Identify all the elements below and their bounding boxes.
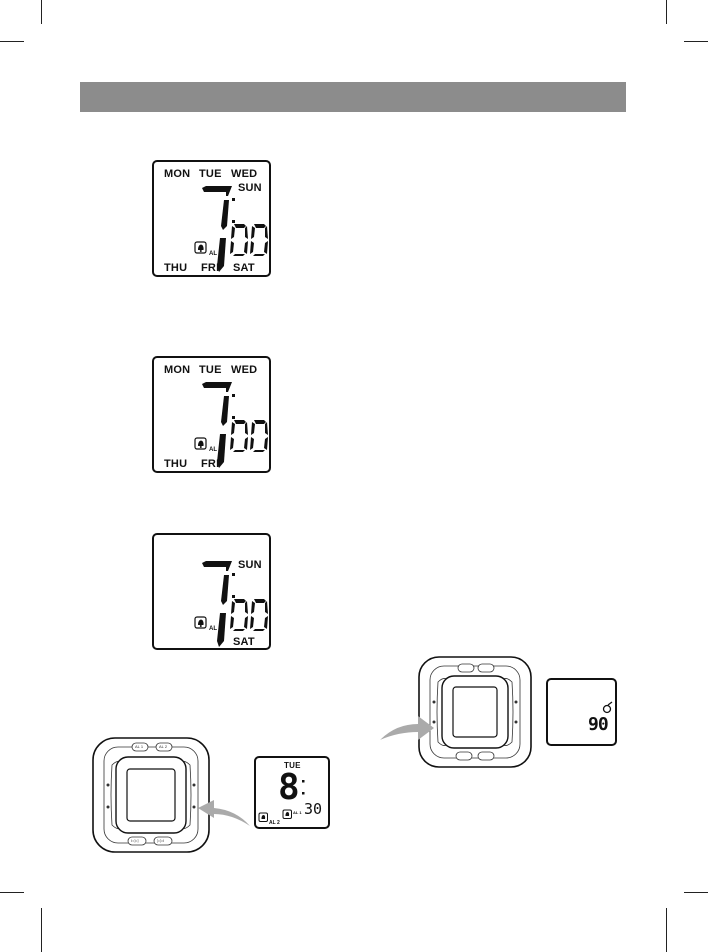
day-label: SUN [238, 182, 262, 194]
day-label: SAT [233, 636, 255, 648]
alarm-1-icon [282, 809, 292, 819]
minutes-digits [230, 224, 268, 256]
timer-value: 90 [588, 714, 609, 735]
colon [302, 780, 305, 795]
alarm-bell-icon [194, 241, 207, 254]
colon [232, 198, 235, 223]
alarm-2-label: AL 2 [269, 820, 280, 826]
day-label: TUE [199, 168, 222, 180]
day-label: THU [164, 262, 188, 274]
minutes-digits [230, 599, 268, 631]
button-label-al1: AL 1 [135, 744, 144, 749]
crop-mark [666, 0, 667, 24]
clock-minutes: 30 [304, 800, 323, 818]
arrow-icon [380, 716, 434, 740]
alarm-1-label: AL 1 [293, 810, 302, 815]
day-label: WED [231, 168, 258, 180]
day-label: MON [164, 168, 191, 180]
section-banner [80, 82, 626, 112]
timer-icon [602, 701, 613, 714]
crop-mark [0, 41, 24, 42]
alarm-2-icon [258, 812, 268, 822]
crop-mark [41, 0, 42, 24]
crop-mark [41, 908, 42, 952]
alarm-label: AL 2 [209, 447, 222, 453]
alarm-bell-icon [194, 616, 207, 629]
device-illustration-right [418, 656, 532, 768]
day-label: FRI [201, 262, 220, 274]
colon [232, 573, 235, 598]
day-label: TUE [284, 761, 301, 770]
lcd-display-full-week: MON TUE WED SUN AL 2 THU FRI SAT [152, 160, 271, 277]
device-illustration-left [92, 737, 210, 853]
crop-mark [684, 41, 708, 42]
button-label-next: ▷▷I [157, 838, 165, 843]
crop-mark [666, 908, 667, 952]
day-label: SAT [233, 262, 255, 274]
alarm-label: AL 2 [209, 251, 222, 257]
day-label: WED [231, 364, 258, 376]
arrow-icon [198, 800, 250, 826]
crop-mark [0, 892, 24, 893]
alarm-bell-icon [194, 437, 207, 450]
lcd-display-weekdays: MON TUE WED AL 2 THU FRI [152, 356, 271, 473]
lcd-timer-display: 90 [546, 678, 617, 746]
clock-hour: 8 [278, 767, 300, 808]
colon [232, 394, 235, 419]
lcd-display-weekend: SUN AL 2 SAT [152, 533, 271, 650]
day-label: MON [164, 364, 191, 376]
day-label: THU [164, 458, 188, 470]
button-label-prev: I◁◁ [131, 838, 139, 843]
button-label-al2: AL 2 [159, 744, 168, 749]
day-label: FRI [201, 458, 220, 470]
alarm-label: AL 2 [209, 626, 222, 632]
lcd-clock-display: TUE 8 30 AL 2 AL 1 [254, 756, 330, 829]
crop-mark [684, 892, 708, 893]
day-label: TUE [199, 364, 222, 376]
day-label: SUN [238, 559, 262, 571]
minutes-digits [230, 420, 268, 452]
